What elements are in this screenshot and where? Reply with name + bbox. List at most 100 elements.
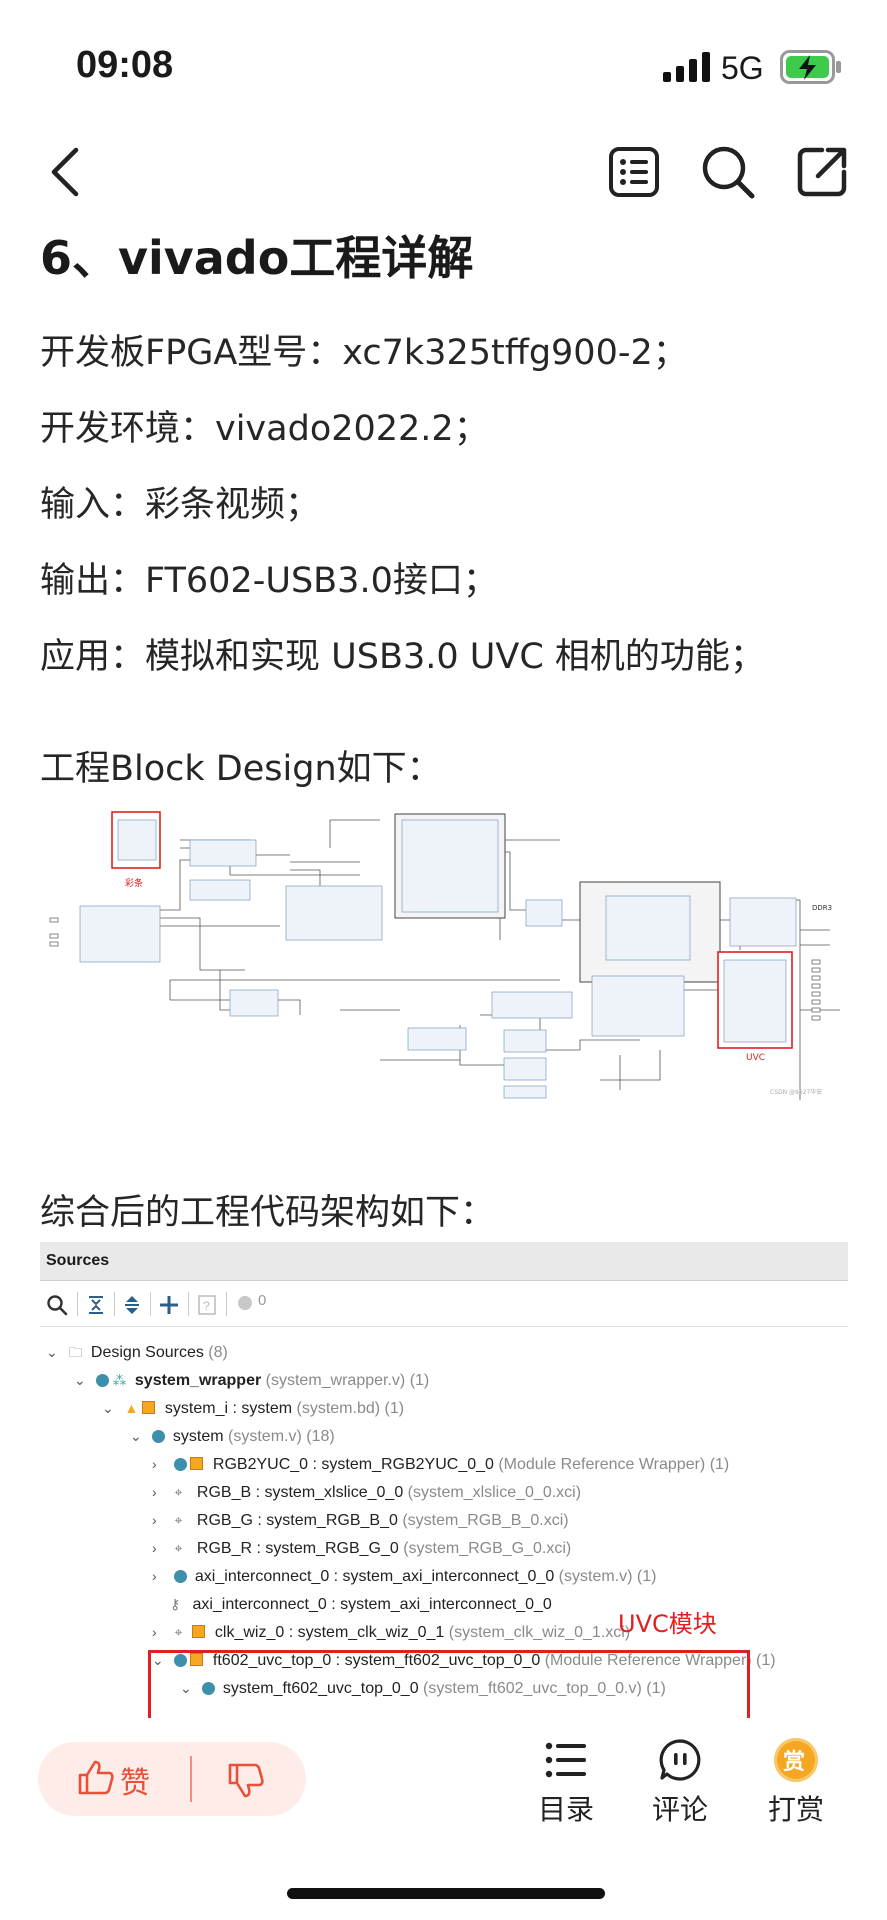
article-heading: 6、vivado工程详解 — [40, 231, 474, 285]
chevron-down-icon[interactable]: ⌄ — [102, 1400, 114, 1416]
svg-text:?: ? — [203, 1299, 210, 1313]
tree-row-meta: (system.v) (18) — [223, 1428, 335, 1445]
tree-row-label: system_wrapper — [134, 1372, 262, 1389]
add-source-icon[interactable] — [158, 1294, 180, 1316]
ip-icon — [190, 1653, 204, 1666]
key-icon: ⚷ — [170, 1596, 181, 1612]
network-type: 5G — [721, 50, 764, 86]
chevron-down-icon[interactable]: ⌄ — [46, 1344, 58, 1360]
thumbs-down-icon[interactable] — [226, 1760, 266, 1800]
reward-badge: 赏 — [783, 1750, 806, 1775]
thumbs-up-icon[interactable] — [76, 1758, 116, 1798]
sources-panel: Sources ? 0 ⌄ 🗀 Design Sources (8) ⌄ ⁂ — [40, 1242, 848, 1720]
tree-row[interactable]: › ⌖ RGB_R : system_RGB_G_0 (system_RGB_G… — [152, 1534, 571, 1562]
info-application: 应用：模拟和实现 USB3.0 UVC 相机的功能； — [40, 637, 765, 677]
ip-core-icon: ⌖ — [174, 1512, 183, 1528]
chevron-right-icon[interactable]: › — [152, 1568, 157, 1584]
reward-icon[interactable] — [774, 1738, 818, 1782]
chevron-down-icon[interactable]: ⌄ — [74, 1372, 86, 1388]
tree-row[interactable]: ⌄ ▲ system_i : system (system.bd) (1) — [102, 1394, 404, 1422]
collapse-all-icon[interactable] — [86, 1294, 106, 1316]
chevron-right-icon[interactable]: › — [152, 1484, 157, 1500]
info-output: 输出：FT602-USB3.0接口； — [40, 561, 498, 601]
pill-divider — [190, 1756, 192, 1802]
block-design-diagram[interactable]: 彩条 DDR3 UVC CSDN @9527华安 — [40, 800, 849, 1100]
search-icon[interactable] — [700, 144, 756, 200]
comment-label[interactable]: 评论 — [652, 1793, 709, 1826]
tree-row[interactable]: ⌄ ft602_uvc_top_0 : system_ft602_uvc_top… — [152, 1646, 776, 1674]
colorbar-label: 彩条 — [125, 877, 143, 889]
ip-core-icon: ⌖ — [174, 1540, 183, 1556]
tree-row[interactable]: › ⌖ RGB_B : system_xlslice_0_0 (system_x… — [152, 1478, 581, 1506]
tree-row-meta: (Module Reference Wrapper) (1) — [493, 1456, 730, 1473]
tree-row[interactable]: ⌄ system_ft602_uvc_top_0_0 (system_ft602… — [180, 1674, 666, 1702]
tree-row-label: axi_interconnect_0 : system_axi_intercon… — [192, 1596, 552, 1613]
battery-charging-icon — [780, 50, 841, 84]
tree-row-meta: (system_clk_wiz_0_1.xci) — [444, 1624, 631, 1641]
tree-row-label: Design Sources — [90, 1344, 204, 1361]
tree-row[interactable]: ⌄ system (system.v) (18) — [130, 1422, 335, 1450]
info-fpga-model: 开发板FPGA型号：xc7k325tffg900-2； — [40, 333, 688, 373]
tree-row-label: system_i : system — [164, 1400, 293, 1417]
tree-row-label: RGB_G : system_RGB_B_0 — [196, 1512, 398, 1529]
info-input: 输入：彩条视频； — [40, 485, 321, 525]
block-design-caption: 工程Block Design如下： — [40, 749, 442, 789]
search-icon[interactable] — [46, 1294, 68, 1316]
chevron-right-icon[interactable]: › — [152, 1456, 157, 1472]
chevron-right-icon[interactable]: › — [152, 1540, 157, 1556]
ip-icon — [192, 1625, 206, 1638]
ip-core-icon: ⌖ — [174, 1624, 183, 1640]
tree-row-meta: (system.v) (1) — [554, 1568, 657, 1585]
tree-row-label: system_ft602_uvc_top_0_0 — [222, 1680, 419, 1697]
chevron-down-icon[interactable]: ⌄ — [152, 1652, 164, 1668]
tree-row-meta: (8) — [203, 1344, 228, 1361]
tree-row-label: ft602_uvc_top_0 : system_ft602_uvc_top_0… — [212, 1652, 541, 1669]
tree-row-meta: (system_RGB_B_0.xci) — [397, 1512, 569, 1529]
module-icon — [174, 1458, 188, 1471]
tree-row-meta: (system_wrapper.v) (1) — [261, 1372, 430, 1389]
tree-row[interactable]: › ⌖ clk_wiz_0 : system_clk_wiz_0_1 (syst… — [152, 1618, 630, 1646]
pending-count: 0 — [258, 1292, 267, 1309]
info-dev-env: 开发环境：vivado2022.2； — [40, 409, 489, 449]
module-icon — [202, 1682, 216, 1695]
ip-core-icon: ⌖ — [174, 1484, 183, 1500]
uvc-diagram-label: UVC — [746, 1053, 765, 1063]
tree-row-label: RGB2YUC_0 : system_RGB2YUC_0_0 — [212, 1456, 494, 1473]
toc-icon[interactable] — [544, 1740, 588, 1780]
tree-row-meta: (system.bd) (1) — [292, 1400, 405, 1417]
toc-label[interactable]: 目录 — [538, 1793, 595, 1826]
chevron-down-icon[interactable]: ⌄ — [130, 1428, 142, 1444]
diagram-watermark: CSDN @9527华安 — [770, 1088, 822, 1096]
help-icon[interactable]: ? — [197, 1294, 217, 1316]
tree-row[interactable]: ⌄ 🗀 Design Sources (8) — [46, 1338, 228, 1366]
tree-row[interactable]: ⌄ ⁂ system_wrapper (system_wrapper.v) (1… — [74, 1366, 429, 1394]
chevron-down-icon[interactable]: ⌄ — [180, 1680, 192, 1696]
module-icon — [174, 1570, 188, 1583]
chevron-right-icon[interactable]: › — [152, 1512, 157, 1528]
folder-icon: 🗀 — [68, 1344, 83, 1360]
tree-row[interactable]: › ⌖ RGB_G : system_RGB_B_0 (system_RGB_B… — [152, 1506, 569, 1534]
block-design-icon: ▲ — [124, 1400, 139, 1416]
comment-icon[interactable] — [658, 1738, 702, 1782]
ip-icon — [142, 1401, 156, 1414]
tree-row[interactable]: ⚷ axi_interconnect_0 : system_axi_interc… — [170, 1590, 552, 1618]
tree-row-label: axi_interconnect_0 : system_axi_intercon… — [194, 1568, 555, 1585]
sources-title: Sources — [40, 1242, 848, 1281]
tree-row[interactable]: › axi_interconnect_0 : system_axi_interc… — [152, 1562, 656, 1590]
code-arch-caption: 综合后的工程代码架构如下： — [40, 1193, 496, 1233]
tree-row-label: system — [172, 1428, 224, 1445]
chevron-right-icon[interactable]: › — [152, 1624, 157, 1640]
like-label[interactable]: 赞 — [120, 1766, 150, 1801]
expand-all-icon[interactable] — [122, 1294, 142, 1316]
status-time: 09:08 — [76, 44, 174, 86]
tree-row[interactable]: › RGB2YUC_0 : system_RGB2YUC_0_0 (Module… — [152, 1450, 729, 1478]
tree-row-meta: (system_RGB_G_0.xci) — [398, 1540, 572, 1557]
status-dot-icon — [238, 1296, 252, 1310]
hierarchy-icon: ⁂ — [112, 1372, 127, 1388]
ip-icon — [190, 1457, 204, 1470]
share-icon[interactable] — [794, 144, 850, 200]
reward-label[interactable]: 打赏 — [768, 1793, 825, 1826]
home-indicator[interactable] — [287, 1888, 605, 1899]
back-icon[interactable] — [40, 144, 96, 200]
list-icon[interactable] — [606, 144, 662, 200]
